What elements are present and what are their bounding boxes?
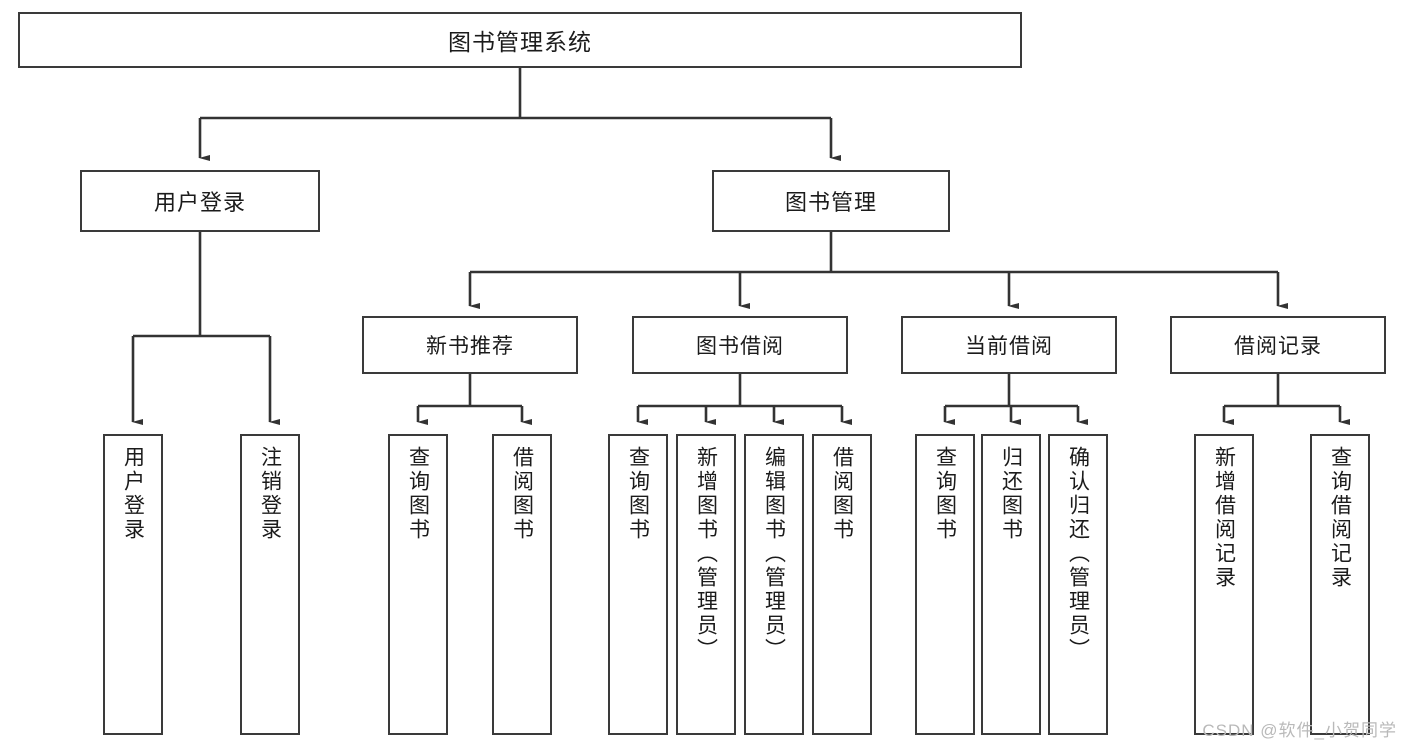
node-label: 新增借阅记录 xyxy=(1212,446,1236,590)
node-label: 查询图书 xyxy=(626,446,650,542)
node-label: 借阅图书 xyxy=(510,446,534,542)
node-label: 确认归还（管理员） xyxy=(1066,446,1090,662)
leaf-borrow-borrow-book[interactable]: 借阅图书 xyxy=(812,434,872,735)
node-label: 图书管理 xyxy=(784,190,877,215)
node-label: 借阅记录 xyxy=(1234,335,1322,358)
node-label: 用户登录 xyxy=(121,446,145,542)
leaf-record-query-borrow-record[interactable]: 查询借阅记录 xyxy=(1310,434,1370,735)
node-label: 当前借阅 xyxy=(965,335,1053,358)
node-label: 查询借阅记录 xyxy=(1328,446,1352,590)
leaf-record-add-borrow-record[interactable]: 新增借阅记录 xyxy=(1194,434,1254,735)
leaf-recommend-query-book[interactable]: 查询图书 xyxy=(388,434,448,735)
node-label: 查询图书 xyxy=(406,446,430,542)
node-label: 查询图书 xyxy=(933,446,957,542)
node-label: 图书管理系统 xyxy=(448,29,592,55)
leaf-current-query-book[interactable]: 查询图书 xyxy=(915,434,975,735)
node-current-borrow[interactable]: 当前借阅 xyxy=(901,316,1117,374)
node-label: 新书推荐 xyxy=(426,335,514,358)
csdn-watermark: CSDN @软件_小贺同学 xyxy=(1202,721,1397,740)
leaf-user-login-logout[interactable]: 注销登录 xyxy=(240,434,300,735)
node-user-login[interactable]: 用户登录 xyxy=(80,170,320,232)
node-label: 用户登录 xyxy=(153,190,246,215)
node-label: 编辑图书（管理员） xyxy=(762,446,786,662)
node-label: 注销登录 xyxy=(258,446,282,542)
node-new-book-recommend[interactable]: 新书推荐 xyxy=(362,316,578,374)
leaf-borrow-add-book-admin[interactable]: 新增图书（管理员） xyxy=(676,434,736,735)
node-book-borrow[interactable]: 图书借阅 xyxy=(632,316,848,374)
node-label: 图书借阅 xyxy=(696,335,784,358)
leaf-current-confirm-return-admin[interactable]: 确认归还（管理员） xyxy=(1048,434,1108,735)
leaf-borrow-query-book[interactable]: 查询图书 xyxy=(608,434,668,735)
leaf-current-return-book[interactable]: 归还图书 xyxy=(981,434,1041,735)
node-label: 借阅图书 xyxy=(830,446,854,542)
leaf-recommend-borrow-book[interactable]: 借阅图书 xyxy=(492,434,552,735)
node-borrow-record[interactable]: 借阅记录 xyxy=(1170,316,1386,374)
leaf-user-login-login[interactable]: 用户登录 xyxy=(103,434,163,735)
leaf-borrow-edit-book-admin[interactable]: 编辑图书（管理员） xyxy=(744,434,804,735)
node-root-book-management-system[interactable]: 图书管理系统 xyxy=(18,12,1022,68)
node-book-management[interactable]: 图书管理 xyxy=(712,170,950,232)
node-label: 归还图书 xyxy=(999,446,1023,542)
node-label: 新增图书（管理员） xyxy=(694,446,718,662)
